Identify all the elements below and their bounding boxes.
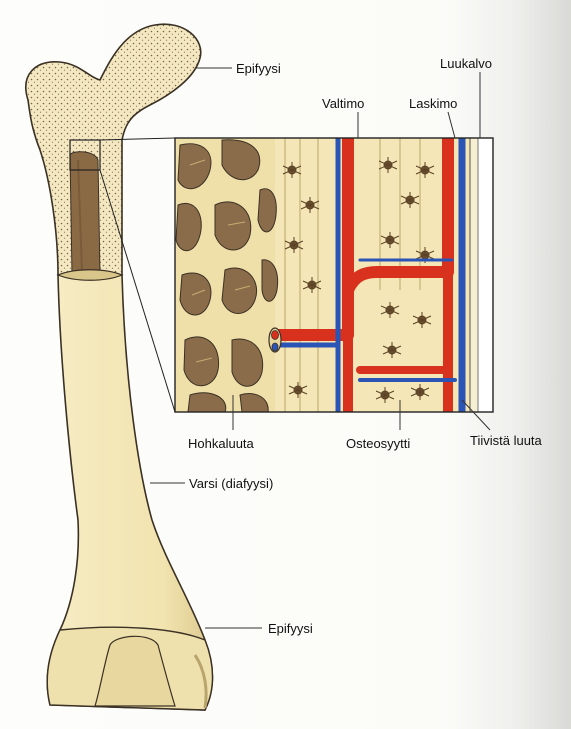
label-spongy-bone: Hohkaluuta <box>188 436 255 451</box>
zoom-panel <box>175 138 493 412</box>
vessel-cross-section <box>269 328 281 352</box>
label-epiphysis-top: Epifyysi <box>236 61 281 76</box>
label-compact-bone: Tiivistä luuta <box>470 433 543 448</box>
label-shaft: Varsi (diafyysi) <box>189 476 273 491</box>
label-artery: Valtimo <box>322 96 364 111</box>
periosteum <box>470 138 478 412</box>
label-vein: Laskimo <box>409 96 457 111</box>
periosteum-outer <box>478 138 493 412</box>
label-osteocyte: Osteosyytti <box>346 436 410 451</box>
label-epiphysis-bottom: Epifyysi <box>268 621 313 636</box>
label-periosteum: Luukalvo <box>440 56 492 71</box>
